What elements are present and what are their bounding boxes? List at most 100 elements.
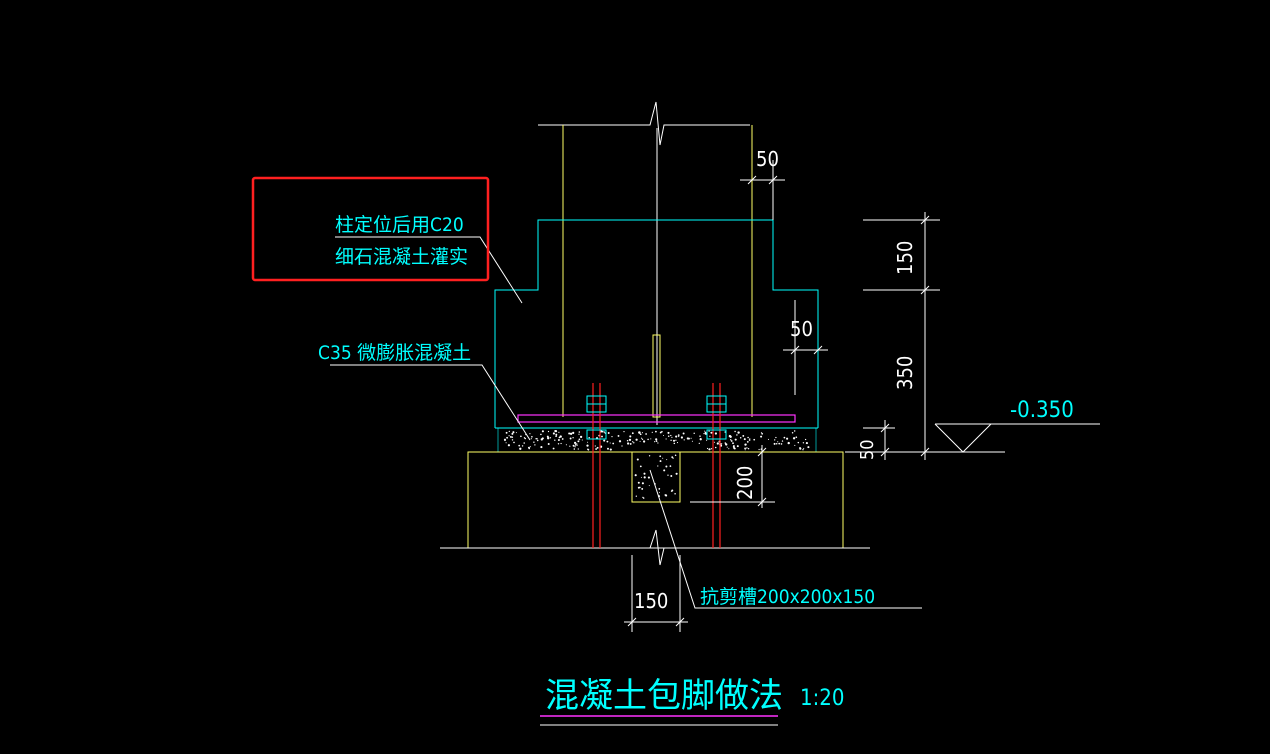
grout-dot — [536, 439, 539, 442]
grout-dot — [690, 437, 692, 439]
grout-dot — [535, 438, 537, 440]
grout-dot — [791, 431, 794, 434]
grout-dot — [547, 443, 550, 445]
grout-dot — [645, 433, 647, 435]
dim-slot-width: 150 — [624, 555, 688, 632]
grout-dot — [512, 431, 515, 434]
grout-dot — [574, 444, 577, 446]
grout-dot — [725, 443, 728, 446]
grout-dot — [760, 435, 763, 438]
grout-dot — [558, 431, 560, 433]
grout-dot — [636, 458, 639, 461]
grout-dot — [628, 438, 632, 442]
grout-dot — [733, 447, 736, 450]
grout-dot — [578, 438, 581, 441]
grout-dot — [642, 497, 645, 499]
grout-dot — [607, 432, 610, 434]
grout-dot — [549, 437, 552, 439]
dim-tick — [627, 617, 637, 627]
grout-dot — [572, 444, 575, 447]
grout-dot — [703, 432, 705, 435]
dim-slot-width-label: 150 — [634, 589, 668, 613]
grout-dot — [802, 442, 805, 444]
grout-dot — [631, 432, 634, 435]
grout-dot — [787, 441, 790, 445]
grout-dot — [629, 442, 632, 445]
grout-dot — [572, 431, 575, 435]
grout-dot — [704, 432, 707, 435]
grout-dot — [710, 448, 713, 450]
grout-dot — [573, 441, 577, 445]
grout-dot — [511, 436, 514, 438]
grout-dot — [555, 433, 558, 436]
grout-dot — [587, 448, 590, 451]
grout-dot — [531, 436, 533, 438]
grout-dot — [524, 437, 526, 440]
grout-dot — [699, 438, 702, 441]
grout-dot — [802, 449, 804, 451]
grout-dot — [578, 433, 580, 435]
grout-dot — [803, 447, 805, 449]
grout-dot — [666, 459, 668, 461]
grout-dot — [729, 435, 732, 438]
grout-dot — [747, 436, 749, 439]
grout-dot — [657, 465, 659, 467]
shear-slot-note: 抗剪槽200x200x150 — [700, 586, 875, 608]
grout-dot — [761, 432, 764, 435]
grout-dot — [527, 447, 530, 449]
grout-dot — [521, 445, 524, 447]
grout-dot — [576, 444, 578, 446]
grout-dot — [647, 476, 650, 479]
grout-dot — [541, 437, 544, 440]
grout-dot — [594, 445, 596, 447]
grout-dot — [651, 431, 653, 433]
grout-dot — [682, 432, 685, 435]
grout-dot — [775, 443, 778, 445]
grout-dot — [775, 436, 777, 439]
grout-dot — [674, 492, 676, 495]
grout-dot — [678, 435, 680, 438]
grout-dot — [520, 435, 522, 438]
grout-dot — [744, 449, 746, 451]
grout-dot — [606, 440, 609, 443]
grout-dot — [693, 432, 695, 435]
grout-dot — [714, 432, 718, 435]
grout-dot — [634, 474, 637, 477]
grout-dot — [578, 431, 581, 433]
grout-dot — [793, 430, 796, 432]
grout-dot — [675, 435, 678, 438]
dim-tick — [880, 423, 890, 433]
grout-dot — [658, 488, 661, 490]
grout-dot — [749, 438, 751, 440]
grout-dot — [708, 448, 711, 451]
grout-dot — [774, 439, 776, 441]
dim-tick — [747, 175, 757, 185]
grout-dot — [617, 434, 620, 437]
grout-dot — [505, 442, 507, 444]
grout-dot — [676, 442, 679, 444]
anchor-bolt-left — [586, 383, 607, 548]
grout-dot — [641, 432, 643, 434]
grout-dot — [519, 447, 522, 450]
grout-dot — [799, 447, 801, 449]
grout-dot — [505, 431, 508, 434]
elevation-label: -0.350 — [1010, 398, 1074, 423]
grout-dot — [780, 443, 783, 445]
grout-dot — [596, 446, 599, 449]
grout-dot — [726, 446, 728, 448]
grout-dot — [555, 435, 557, 438]
grout-dot — [635, 495, 637, 497]
grout-dot — [777, 441, 779, 443]
grout-dot — [795, 436, 798, 439]
bolt-nut — [706, 395, 727, 405]
grout-dot — [677, 434, 680, 437]
grout-dot — [523, 442, 525, 444]
grout-dot — [572, 437, 574, 439]
grout-dot — [773, 442, 776, 445]
grout-dot — [638, 431, 641, 434]
grout-dot — [655, 430, 657, 433]
grout-dot — [746, 447, 748, 449]
grout-dot — [648, 455, 651, 457]
grout-dot — [546, 435, 549, 438]
base-plate — [517, 414, 796, 423]
